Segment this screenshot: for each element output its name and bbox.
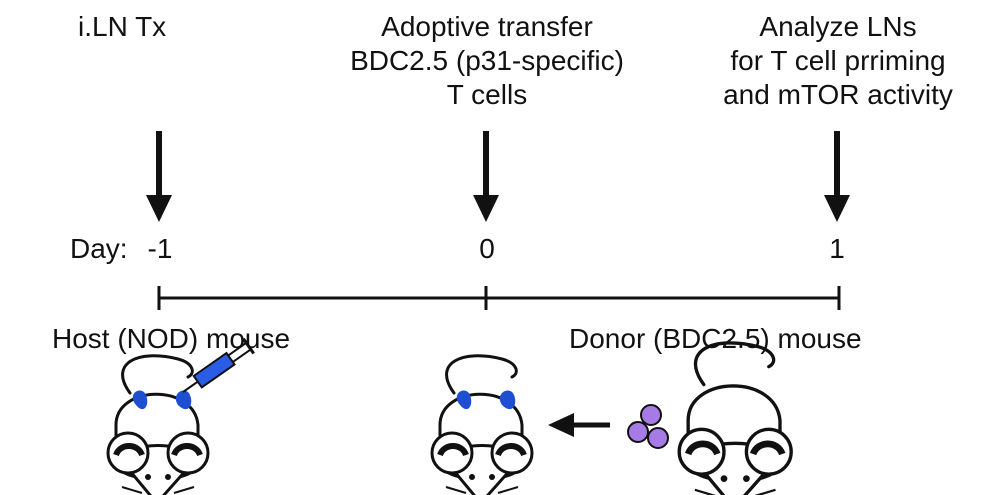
arrow-down-icon	[824, 131, 850, 222]
event-label-iln-tx: i.LN Tx	[78, 10, 166, 44]
event-label-line: Adoptive transfer	[381, 11, 593, 42]
day-label-1: 1	[829, 233, 845, 264]
transfer-arrow-icon	[548, 413, 610, 437]
recipient-mouse-icon	[432, 356, 532, 495]
event-label-analyze-lns: Analyze LNs for T cell prriming and mTOR…	[723, 10, 953, 112]
event-label-line: BDC2.5 (p31-specific)	[350, 45, 624, 76]
event-label-line: and mTOR activity	[723, 79, 953, 110]
host-mouse-icon	[108, 356, 208, 495]
event-label-adoptive-transfer: Adoptive transfer BDC2.5 (p31-specific) …	[350, 10, 624, 112]
day-label-0: 0	[479, 233, 495, 264]
event-label-line: i.LN Tx	[78, 11, 167, 42]
day-prefix: Day:	[70, 233, 128, 264]
timeline-axis	[157, 286, 841, 310]
arrow-down-icon	[473, 131, 499, 222]
event-label-line: T cells	[446, 79, 528, 110]
event-label-line: Analyze LNs	[759, 11, 917, 42]
donor-mouse-icon	[679, 343, 791, 495]
arrow-down-icon	[146, 131, 172, 222]
day-label-minus-1: -1	[147, 233, 173, 264]
donor-mouse-label: Donor (BDC2.5) mouse	[569, 323, 862, 354]
syringe-icon	[182, 337, 255, 393]
t-cell-icon	[627, 404, 669, 449]
event-label-line: for T cell prriming	[730, 45, 946, 76]
